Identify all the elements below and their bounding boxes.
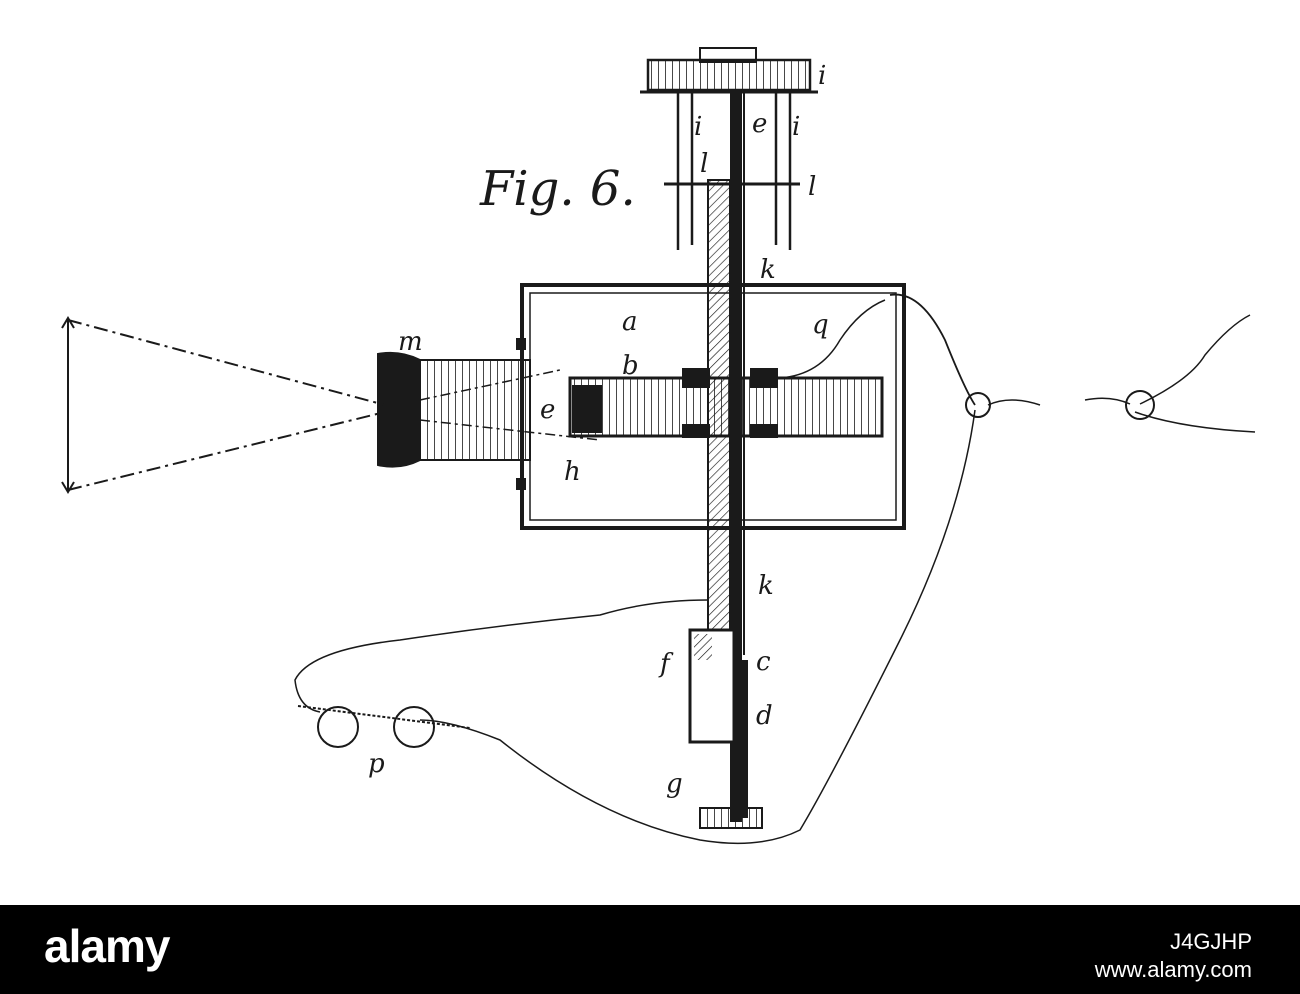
label-q: q <box>812 310 829 340</box>
lower-assembly <box>690 630 762 828</box>
label-e-lens: e <box>540 395 555 425</box>
label-h: h <box>564 457 581 487</box>
label-l-left: l <box>700 149 708 179</box>
label-i-right: i <box>792 112 800 142</box>
watermark-bar: alamy J4GJHP www.alamy.com <box>0 905 1300 994</box>
label-k-lower: k <box>758 571 774 601</box>
figure-title: Fig. 6. <box>479 161 636 217</box>
label-b: b <box>622 351 639 381</box>
label-d: d <box>756 701 773 731</box>
label-l-right: l <box>808 172 816 202</box>
internal-drum <box>570 368 882 438</box>
label-k-upper: k <box>760 255 776 285</box>
patent-figure: Fig. 6. <box>0 0 1300 905</box>
label-e-top: e <box>752 109 767 139</box>
stock-logo: alamy <box>44 919 169 973</box>
lens-tube <box>378 338 530 490</box>
label-f: f <box>658 649 674 679</box>
label-g: g <box>666 769 683 799</box>
stock-url: www.alamy.com <box>1095 957 1252 983</box>
device-drawing: Fig. 6. <box>0 0 1300 905</box>
label-p: p <box>368 749 385 779</box>
label-i-top: i <box>818 61 826 91</box>
label-i-left: i <box>694 112 702 142</box>
label-a: a <box>622 307 638 337</box>
label-c: c <box>756 647 771 677</box>
label-m: m <box>398 327 423 357</box>
image-id: J4GJHP <box>1170 929 1252 955</box>
top-gear-wheel <box>640 48 818 92</box>
